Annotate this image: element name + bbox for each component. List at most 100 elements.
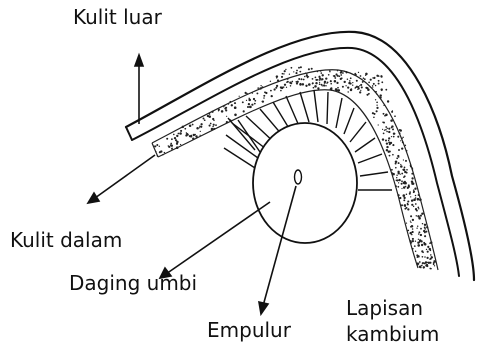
stipple-dot bbox=[417, 256, 419, 258]
stipple-dot bbox=[242, 101, 244, 103]
stipple-dot bbox=[414, 245, 416, 247]
stipple-dot bbox=[354, 73, 356, 75]
arrowhead-kulit-luar bbox=[135, 55, 143, 66]
stipple-dot bbox=[221, 110, 224, 113]
stipple-dot bbox=[231, 104, 233, 106]
stipple-dot bbox=[410, 221, 411, 222]
stipple-dot bbox=[421, 244, 423, 246]
stipple-dot bbox=[212, 126, 214, 128]
stipple-dot bbox=[378, 80, 380, 82]
stipple-dot bbox=[403, 159, 404, 160]
stipple-dot bbox=[415, 241, 416, 242]
stipple-dot bbox=[421, 213, 423, 215]
stipple-dot bbox=[359, 91, 361, 93]
stipple-dot bbox=[393, 136, 395, 138]
stipple-dot bbox=[373, 83, 375, 85]
stipple-dot bbox=[392, 154, 394, 156]
stipple-dot bbox=[234, 114, 237, 117]
stipple-dot bbox=[373, 117, 375, 119]
stipple-dot bbox=[424, 235, 426, 237]
stipple-dot bbox=[386, 146, 388, 148]
stipple-dot bbox=[427, 246, 429, 248]
stipple-dot bbox=[283, 73, 285, 75]
stipple-dot bbox=[415, 203, 417, 205]
stipple-dot bbox=[410, 222, 411, 223]
stipple-dot bbox=[248, 103, 250, 105]
stipple-dot bbox=[361, 86, 363, 88]
stipple-dot bbox=[326, 83, 327, 84]
stipple-dot bbox=[396, 174, 397, 175]
stipple-dot bbox=[378, 83, 380, 85]
stipple-dot bbox=[213, 124, 215, 126]
stipple-dot bbox=[179, 132, 182, 135]
stipple-dot bbox=[396, 179, 398, 181]
stipple-dot bbox=[365, 73, 368, 76]
stipple-dot bbox=[286, 87, 287, 88]
stipple-dot bbox=[180, 144, 181, 145]
stipple-dot bbox=[215, 124, 217, 126]
stipple-dot bbox=[409, 191, 411, 193]
stipple-dot bbox=[411, 177, 413, 179]
stipple-dot bbox=[415, 197, 416, 198]
stipple-dot bbox=[398, 179, 400, 181]
stipple-dot bbox=[283, 86, 284, 87]
stipple-dot bbox=[382, 129, 383, 130]
stipple-dot bbox=[324, 82, 326, 84]
stipple-dot bbox=[225, 109, 227, 111]
stipple-dot bbox=[358, 72, 359, 73]
stipple-dot bbox=[193, 134, 195, 136]
label-lapisan-kambium-line1: Lapisan bbox=[346, 295, 439, 321]
stipple-dot bbox=[340, 74, 342, 76]
stipple-dot bbox=[282, 73, 284, 75]
stipple-dot bbox=[280, 86, 282, 88]
stipple-dot bbox=[409, 193, 411, 195]
stipple-dot bbox=[265, 92, 267, 94]
stipple-dot bbox=[419, 217, 421, 219]
stipple-dot bbox=[396, 157, 398, 159]
stipple-dot bbox=[325, 77, 327, 79]
stipple-dot bbox=[411, 204, 413, 206]
stipple-dot bbox=[192, 124, 194, 126]
stipple-dot bbox=[276, 77, 277, 78]
stipple-dot bbox=[375, 99, 376, 100]
stipple-dot bbox=[405, 186, 406, 187]
stipple-dot bbox=[385, 139, 387, 141]
stipple-dot bbox=[340, 78, 342, 80]
stipple-dot bbox=[420, 240, 422, 242]
stipple-dot bbox=[299, 71, 301, 73]
stipple-dot bbox=[322, 74, 324, 76]
stipple-dot bbox=[413, 189, 415, 191]
stipple-dot bbox=[400, 165, 403, 168]
stipple-dot bbox=[381, 88, 383, 90]
stipple-dot bbox=[323, 84, 325, 86]
stipple-dot bbox=[203, 118, 205, 120]
stipple-dot bbox=[385, 114, 388, 117]
stipple-dot bbox=[410, 196, 411, 197]
stipple-dot bbox=[384, 130, 385, 131]
stipple-dot bbox=[414, 188, 416, 190]
label-kulit-luar: Kulit luar bbox=[73, 5, 162, 29]
stipple-dot bbox=[306, 75, 308, 77]
stipple-dot bbox=[412, 231, 414, 233]
stipple-dot bbox=[319, 83, 321, 85]
stipple-dot bbox=[176, 135, 178, 137]
stipple-dot bbox=[375, 85, 377, 87]
stipple-dot bbox=[398, 182, 399, 183]
stipple-dot bbox=[398, 156, 400, 158]
stipple-dot bbox=[429, 259, 430, 260]
stipple-dot bbox=[314, 85, 317, 88]
stipple-dot bbox=[424, 224, 426, 226]
stipple-dot bbox=[360, 75, 362, 77]
stipple-dot bbox=[408, 186, 410, 188]
stipple-dot bbox=[417, 198, 420, 201]
stipple-dot bbox=[208, 115, 211, 118]
stipple-dot bbox=[281, 76, 283, 78]
stipple-dot bbox=[417, 263, 419, 265]
stipple-dot bbox=[356, 86, 358, 88]
stipple-dot bbox=[350, 89, 352, 91]
stipple-dot bbox=[424, 256, 426, 258]
stipple-dot bbox=[260, 85, 261, 86]
stipple-dot bbox=[328, 74, 330, 76]
stipple-dot bbox=[196, 127, 199, 130]
stipple-dot bbox=[398, 171, 399, 172]
